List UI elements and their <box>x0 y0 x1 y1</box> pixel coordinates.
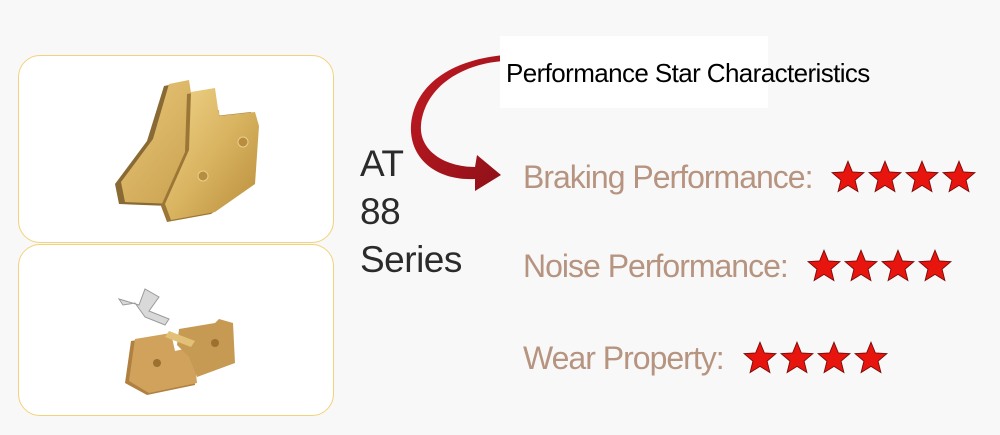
performance-title-box <box>500 36 768 108</box>
star-icon <box>905 160 940 193</box>
property-label: Noise Performance: <box>523 247 789 284</box>
star-icon <box>917 249 952 282</box>
star-icon <box>942 160 977 193</box>
star-rating <box>806 248 954 284</box>
star-icon <box>868 160 903 193</box>
star-rating <box>830 159 978 195</box>
star-icon <box>880 249 915 282</box>
curved-arrow-icon <box>410 55 505 191</box>
star-icon <box>816 341 851 374</box>
star-icon <box>831 160 866 193</box>
star-rating <box>742 340 890 376</box>
series-label: AT 88 Series <box>360 140 462 284</box>
series-line-3: Series <box>360 239 462 280</box>
star-icon <box>779 341 814 374</box>
star-icon <box>843 249 878 282</box>
performance-title: Performance Star Characteristics <box>506 58 870 88</box>
series-line-2: 88 <box>360 191 401 232</box>
product-image-card-top <box>18 55 334 243</box>
property-label: Braking Performance: <box>523 158 813 195</box>
brake-pad-image <box>115 80 259 222</box>
star-icon <box>853 341 888 374</box>
star-icon <box>742 341 777 374</box>
property-row-braking: Braking Performance: <box>523 155 978 199</box>
property-label: Wear Property: <box>523 339 725 376</box>
property-row-wear: Wear Property: <box>523 336 890 380</box>
product-image-card-bottom <box>18 244 334 416</box>
series-line-1: AT <box>360 143 404 184</box>
property-row-noise: Noise Performance: <box>523 244 954 288</box>
star-icon <box>806 249 841 282</box>
brake-pad-set-image <box>117 288 235 395</box>
